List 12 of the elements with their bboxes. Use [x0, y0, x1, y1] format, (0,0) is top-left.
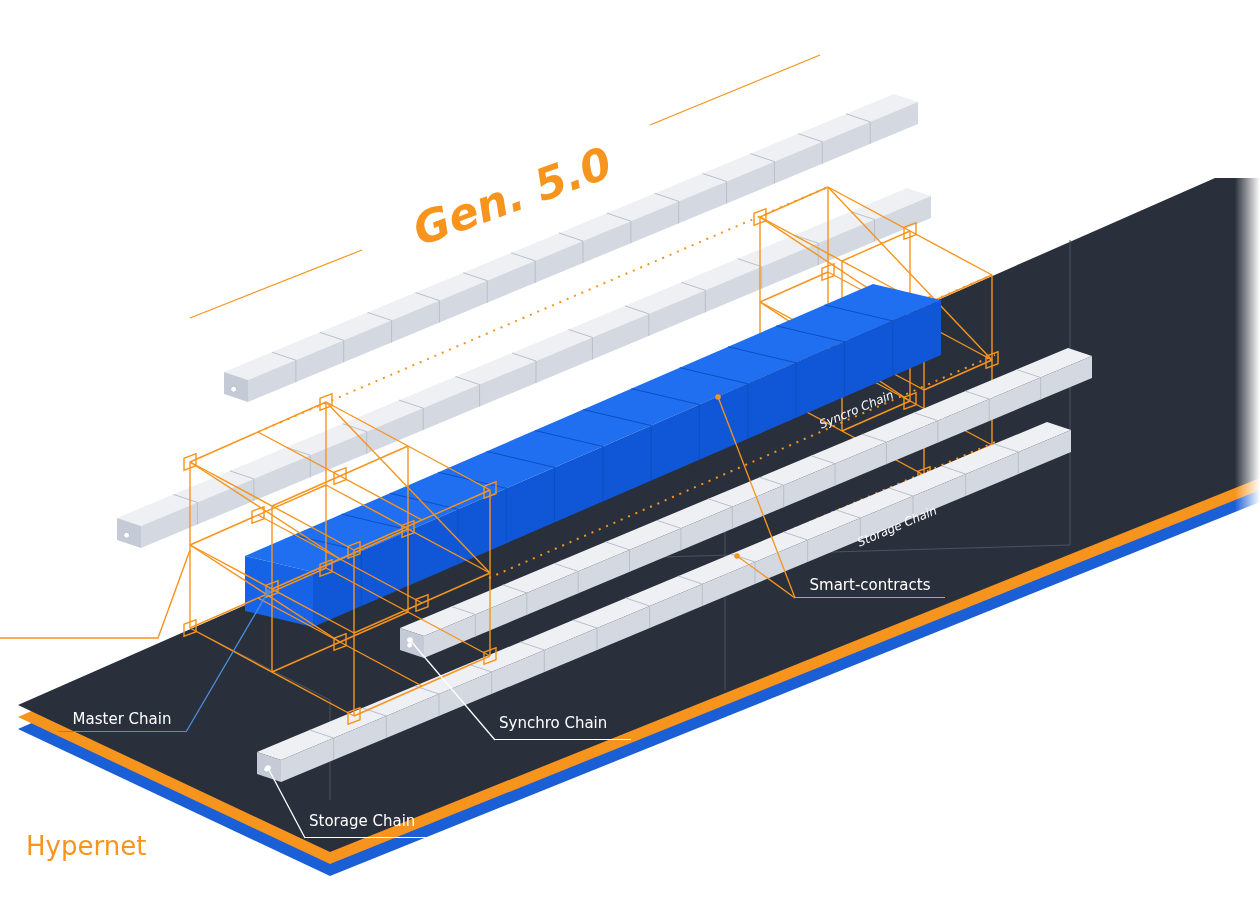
leader-line: [265, 765, 306, 839]
chain-bar: [245, 284, 941, 627]
chain-bar: [400, 348, 1092, 658]
leader-line: [715, 394, 796, 599]
heading-text: Gen. 5.0: [406, 136, 619, 256]
platform-label: Hypernet: [26, 831, 147, 862]
leader-line: [407, 637, 496, 741]
chain-label: Master Chain: [58, 704, 186, 732]
leader-line: [185, 589, 271, 733]
chain-label: Synchro Chain: [495, 708, 631, 740]
leader-line: [734, 553, 796, 599]
chain-label: Smart-contracts: [795, 570, 945, 598]
